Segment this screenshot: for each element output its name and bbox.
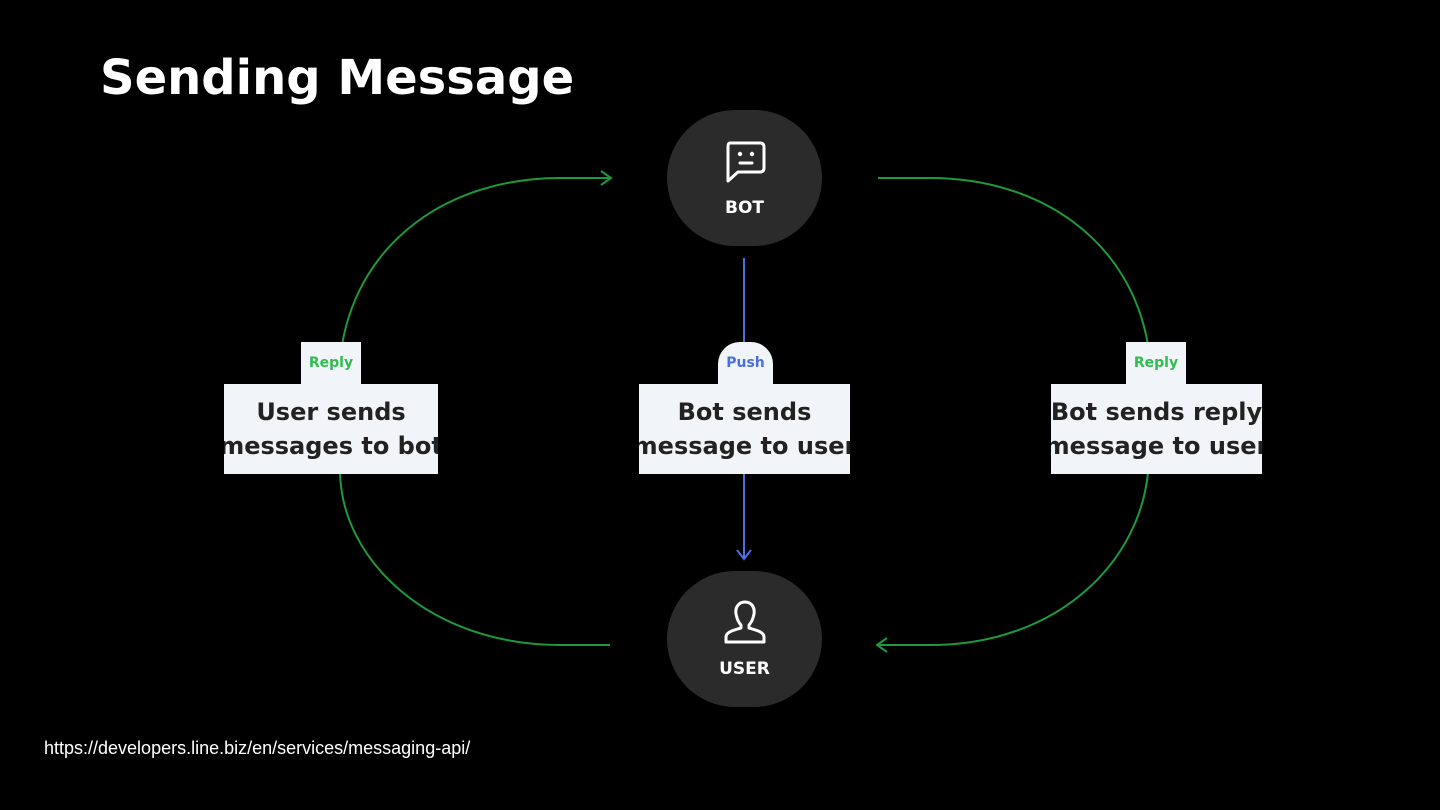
right-reply-arc-lower bbox=[878, 471, 1149, 646]
right-flow-line2: message to user bbox=[1051, 432, 1262, 460]
right-flow-box: Bot sends reply message to user bbox=[1051, 384, 1262, 474]
source-url: https://developers.line.biz/en/services/… bbox=[44, 738, 471, 758]
user-icon bbox=[724, 600, 765, 644]
center-flow-box: Bot sends message to user bbox=[639, 384, 850, 474]
left-flow-box: User sends messages to bot bbox=[224, 384, 438, 474]
left-reply-arc bbox=[339, 469, 610, 646]
right-reply-arc-upper bbox=[878, 177, 1149, 346]
left-reply-arc-upper bbox=[341, 177, 610, 346]
page-title: Sending Message bbox=[100, 50, 575, 106]
left-reply-tag: Reply bbox=[301, 342, 361, 384]
right-flow-line1: Bot sends reply bbox=[1051, 398, 1262, 426]
bot-label: BOT bbox=[724, 198, 764, 218]
center-flow-line1: Bot sends bbox=[677, 398, 812, 426]
left-arrowhead bbox=[600, 170, 613, 186]
bot-chat-icon bbox=[726, 141, 765, 183]
bot-node: BOT bbox=[667, 110, 822, 246]
center-flow-line2: message to user bbox=[639, 432, 850, 460]
right-arrowhead bbox=[875, 637, 888, 653]
push-arrowhead bbox=[736, 549, 752, 561]
right-reply-tag: Reply bbox=[1126, 342, 1186, 384]
user-label: USER bbox=[719, 659, 770, 679]
left-flow-line1: User sends bbox=[256, 398, 406, 426]
left-flow-line2: messages to bot bbox=[224, 432, 438, 460]
user-node: USER bbox=[667, 571, 822, 707]
push-tag: Push bbox=[718, 342, 773, 384]
